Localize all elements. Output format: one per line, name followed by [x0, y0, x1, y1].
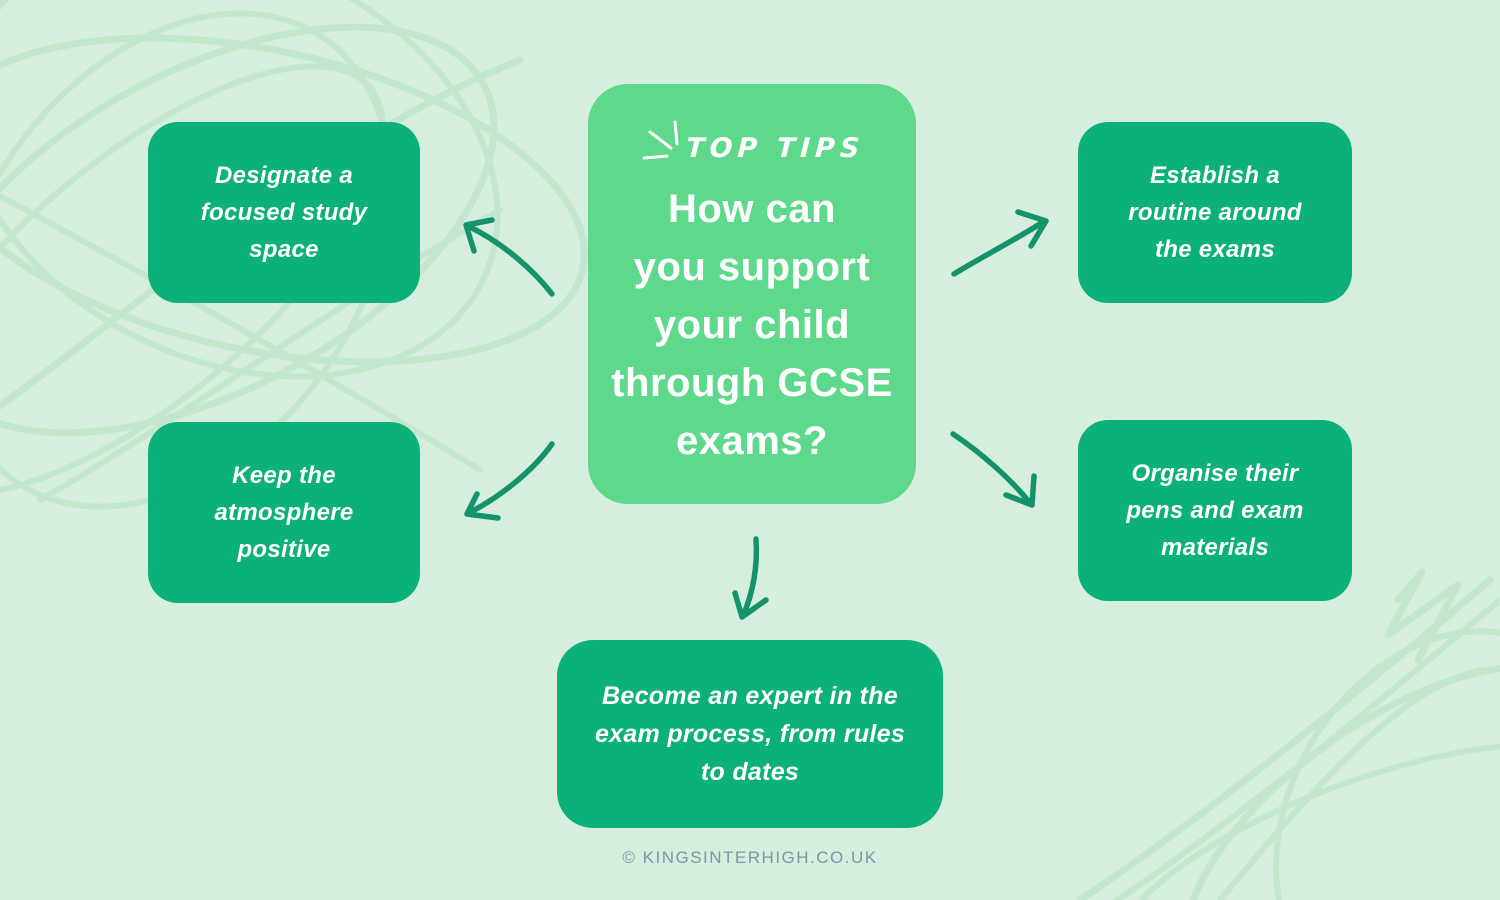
eyebrow-row: TOP TIPS [640, 108, 866, 166]
tip-card-keep-atmosphere-positive: Keep the atmosphere positive [148, 422, 420, 603]
arrow-to-bottom-icon [732, 536, 769, 620]
arrow-to-top-right-icon [951, 209, 1049, 277]
arrow-to-top-left-icon [463, 217, 555, 297]
center-question-card: TOP TIPS How can you support your child … [588, 84, 916, 504]
tip-card-become-exam-expert: Become an expert in the exam process, fr… [557, 640, 943, 828]
arrow-to-middle-right-icon [950, 431, 1037, 508]
tip-card-designate-study-space: Designate a focused study space [148, 122, 420, 303]
main-title: How can you support your child through G… [611, 187, 893, 463]
sparkle-icon [642, 120, 679, 160]
arrow-to-middle-left-icon [464, 441, 555, 521]
tip-card-establish-routine: Establish a routine around the exams [1078, 122, 1352, 303]
eyebrow-label: TOP TIPS [685, 133, 866, 164]
tip-card-organise-materials: Organise their pens and exam materials [1078, 420, 1352, 601]
footer-credit: © KINGSINTERHIGH.CO.UK [622, 848, 878, 867]
